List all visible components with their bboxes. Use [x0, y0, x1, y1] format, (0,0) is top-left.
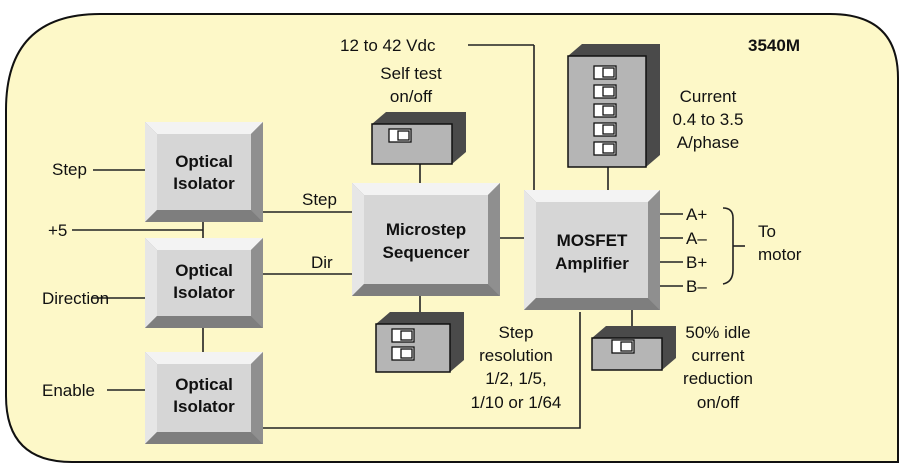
step-resolution-label-line2: resolution — [479, 346, 553, 365]
isolator-title: Optical — [175, 261, 233, 280]
switch-toggle-icon[interactable] — [611, 339, 635, 354]
mosfet-amplifier-block: MOSFET Amplifier — [524, 190, 660, 310]
switch-toggle-icon[interactable] — [388, 128, 412, 143]
model-number: 3540M — [748, 36, 800, 55]
self-test-label-line1: Self test — [380, 64, 442, 83]
optical-isolator-direction: Optical Isolator — [145, 238, 263, 328]
step-signal-label: Step — [302, 190, 337, 209]
isolator-subtitle: Isolator — [173, 283, 235, 302]
switch-toggle-icon[interactable] — [391, 328, 415, 343]
to-motor-label-line1: To — [758, 222, 776, 241]
sequencer-subtitle: Sequencer — [383, 243, 470, 262]
step-resolution-label-line4: 1/10 or 1/64 — [471, 393, 562, 412]
idle-current-label-line4: on/off — [697, 393, 740, 412]
step-input-label: Step — [52, 160, 87, 179]
isolator-title: Optical — [175, 375, 233, 394]
switch-toggle-icon[interactable] — [391, 346, 415, 361]
current-dip-switch[interactable] — [567, 44, 660, 168]
current-label-line3: A/phase — [677, 133, 739, 152]
switch-toggle-icon[interactable] — [593, 84, 617, 99]
isolator-title: Optical — [175, 152, 233, 171]
isolator-subtitle: Isolator — [173, 397, 235, 416]
step-resolution-dip-switch[interactable] — [375, 312, 464, 373]
microstep-sequencer-block: Microstep Sequencer — [352, 183, 500, 296]
output-a-minus-label: A– — [686, 229, 707, 248]
dir-signal-label: Dir — [311, 253, 333, 272]
wiring — [72, 44, 745, 429]
plus5-input-label: +5 — [48, 221, 67, 240]
self-test-label-line2: on/off — [390, 87, 433, 106]
optical-isolator-enable: Optical Isolator — [145, 352, 263, 444]
output-b-plus-label: B+ — [686, 253, 707, 272]
switch-toggle-icon[interactable] — [593, 65, 617, 80]
enable-input-label: Enable — [42, 381, 95, 400]
idle-current-dip-switch[interactable] — [591, 326, 676, 371]
optical-isolator-step: Optical Isolator — [145, 122, 263, 222]
switch-toggle-icon[interactable] — [593, 141, 617, 156]
sequencer-title: Microstep — [386, 220, 466, 239]
output-b-minus-label: B– — [686, 277, 707, 296]
idle-current-label-line3: reduction — [683, 369, 753, 388]
amplifier-title: MOSFET — [557, 231, 628, 250]
current-label-line1: Current — [680, 87, 737, 106]
switch-toggle-icon[interactable] — [593, 122, 617, 137]
step-resolution-label-line3: 1/2, 1/5, — [485, 369, 546, 388]
power-supply-label: 12 to 42 Vdc — [340, 36, 436, 55]
isolator-subtitle: Isolator — [173, 174, 235, 193]
to-motor-label-line2: motor — [758, 245, 802, 264]
self-test-dip-switch[interactable] — [371, 112, 466, 165]
current-label-line2: 0.4 to 3.5 — [673, 110, 744, 129]
output-a-plus-label: A+ — [686, 205, 707, 224]
idle-current-label-line1: 50% idle — [685, 323, 750, 342]
direction-input-label: Direction — [42, 289, 109, 308]
idle-current-label-line2: current — [692, 346, 745, 365]
switch-toggle-icon[interactable] — [593, 103, 617, 118]
step-resolution-label-line1: Step — [499, 323, 534, 342]
amplifier-subtitle: Amplifier — [555, 254, 629, 273]
